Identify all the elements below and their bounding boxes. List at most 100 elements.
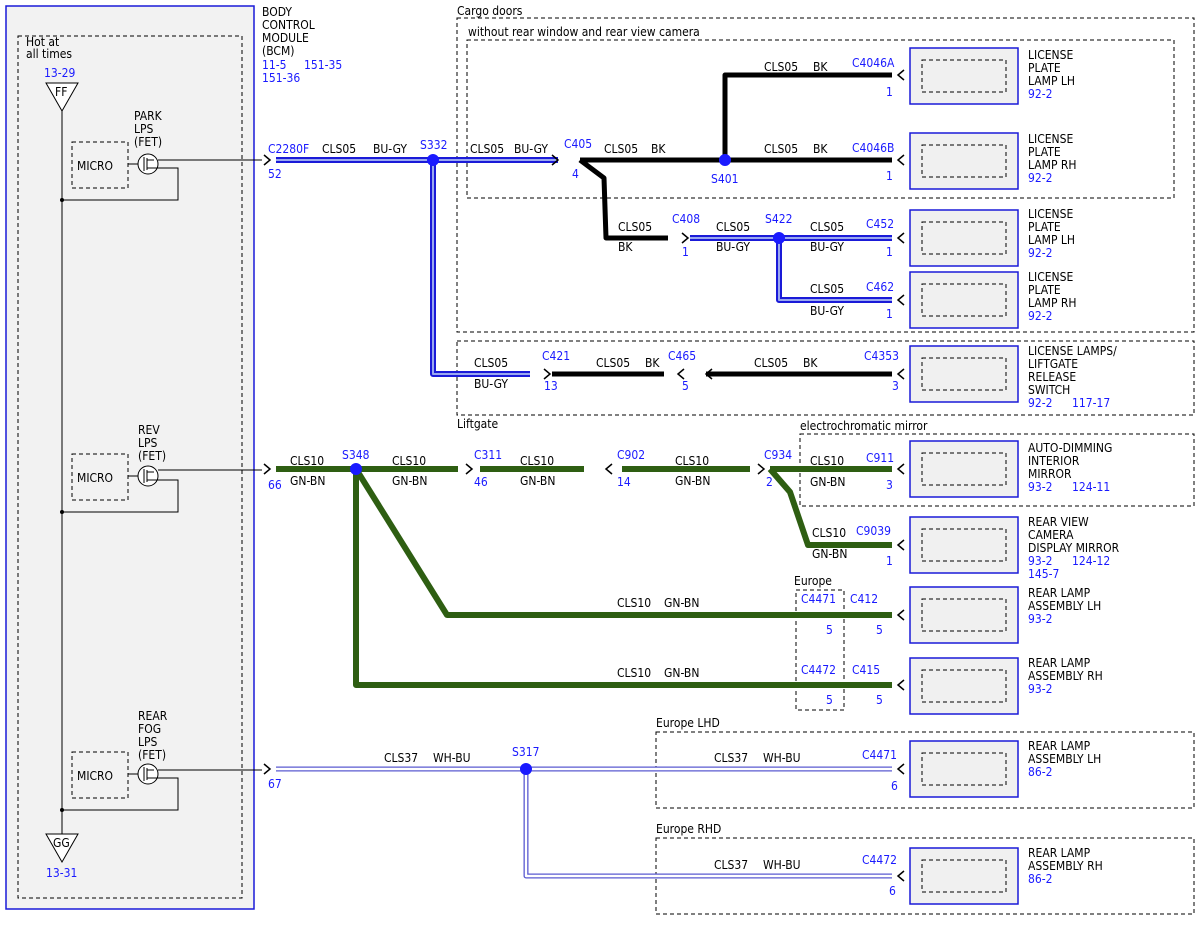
conn-c4471-lhd: C4471	[862, 748, 897, 762]
conn-c412: C412	[850, 592, 878, 606]
pin-67: 67	[268, 777, 282, 791]
conn-c902: C902	[617, 448, 645, 462]
conn-c465: C465	[668, 349, 696, 363]
group-cargo-doors-label: Cargo doors	[457, 4, 523, 18]
wires-rear-fog-lamps	[276, 766, 892, 879]
rev-return-line	[62, 479, 179, 513]
lp-lh-ref: 92-2	[1028, 87, 1053, 101]
conn-c4353: C4353	[864, 349, 899, 363]
lp-lh-line1: LICENSE	[1028, 48, 1073, 62]
rla-lh-ref: 93-2	[1028, 612, 1053, 626]
group-liftgate-label: Liftgate	[457, 417, 499, 431]
conn-c4046b: C4046B	[852, 141, 894, 155]
rla-lh-eu-line2: ASSEMBLY LH	[1028, 752, 1101, 766]
park-bus-node	[60, 198, 64, 202]
rvc-line2: CAMERA	[1028, 528, 1074, 542]
wire-bk-k: BK	[645, 356, 660, 370]
ff-power-symbol	[45, 82, 79, 113]
wire-cls10-f: CLS10	[812, 526, 846, 540]
connector-arrows	[263, 69, 905, 882]
wire-cls05-j: CLS05	[474, 356, 508, 370]
gg-ref: 13-31	[46, 866, 77, 880]
wire-bugy-a: BU-GY	[373, 142, 407, 156]
wire-cls10-e: CLS10	[810, 454, 844, 468]
wire-gnbn-e: GN-BN	[810, 475, 845, 489]
rla-lh-eu-ref: 86-2	[1028, 765, 1053, 779]
pin-3-b: 3	[886, 478, 893, 492]
hot-at-all-times-line2: all times	[26, 47, 72, 61]
adm-line2: INTERIOR	[1028, 454, 1080, 468]
pin-5-a: 5	[682, 379, 689, 393]
wire-bk-l: BK	[803, 356, 818, 370]
pin-14: 14	[617, 475, 631, 489]
group-without-camera-label: without rear window and rear view camera	[468, 25, 700, 39]
adm-line1: AUTO-DIMMING	[1028, 441, 1112, 455]
bcm-ref-c: 151-36	[262, 71, 300, 85]
pin-5-e: 5	[876, 693, 883, 707]
pin-1-f: 1	[886, 554, 893, 568]
wire-bugy-g: BU-GY	[716, 240, 750, 254]
wire-cls05-f: CLS05	[618, 220, 652, 234]
ll-line4: SWITCH	[1028, 383, 1070, 397]
wire-cls05-c: CLS05	[604, 142, 638, 156]
wire-whbu-c: WH-BU	[763, 858, 801, 872]
wire-gnbn-d: GN-BN	[675, 474, 710, 488]
splice-s317	[520, 763, 532, 775]
conn-c911: C911	[866, 451, 894, 465]
splice-s317-label: S317	[512, 745, 539, 759]
wire-gnbn-h: GN-BN	[664, 666, 699, 680]
pin-13: 13	[544, 379, 558, 393]
wire-cls05-i: CLS05	[810, 282, 844, 296]
wire-bugy-b: BU-GY	[514, 142, 548, 156]
conn-c2280f: C2280F	[268, 142, 309, 156]
rev-lps-line1: REV	[138, 423, 160, 437]
pin-3-a: 3	[892, 379, 899, 393]
pin-5-d: 5	[826, 693, 833, 707]
wire-cls05-g: CLS05	[716, 220, 750, 234]
rla-rh-line2: ASSEMBLY RH	[1028, 669, 1103, 683]
lp-rh-line3: LAMP RH	[1028, 158, 1077, 172]
conn-c452: C452	[866, 217, 894, 231]
ll-ref: 92-2	[1028, 396, 1053, 410]
pin-1-e: 1	[886, 307, 893, 321]
wires-reverse-lamps	[276, 466, 892, 688]
lp-rh-line1: LICENSE	[1028, 132, 1073, 146]
rev-fet-icon	[137, 465, 159, 487]
rla-rh-eu-line1: REAR LAMP	[1028, 846, 1091, 860]
conn-c9039: C9039	[856, 524, 891, 538]
wire-cls37-a: CLS37	[384, 751, 418, 765]
bcm-name-line2: CONTROL	[262, 18, 315, 32]
wire-gnbn-f: GN-BN	[812, 547, 847, 561]
lp-rh2-line2: PLATE	[1028, 283, 1061, 297]
wire-bugy-j: BU-GY	[474, 377, 508, 391]
wire-cls10-g: CLS10	[617, 596, 651, 610]
hot-at-all-times-line1: Hot at	[26, 35, 59, 49]
wire-cls05-k: CLS05	[596, 356, 630, 370]
rla-lh-line2: ASSEMBLY LH	[1028, 599, 1101, 613]
wire-cls05-e: CLS05	[764, 142, 798, 156]
wire-whbu-b: WH-BU	[763, 751, 801, 765]
lp-rh2-line1: LICENSE	[1028, 270, 1073, 284]
component-boxes	[909, 47, 1019, 905]
bcm-name-line3: MODULE	[262, 31, 309, 45]
park-micro-label: MICRO	[77, 159, 113, 173]
group-without-camera	[466, 39, 1175, 199]
fog-lps-line4: (FET)	[138, 748, 166, 762]
splice-s422	[773, 232, 785, 244]
bcm-name-line1: BODY	[262, 5, 292, 19]
conn-c311: C311	[474, 448, 502, 462]
adm-line3: MIRROR	[1028, 467, 1072, 481]
wire-bugy-h: BU-GY	[810, 240, 844, 254]
conn-c4046a: C4046A	[852, 56, 895, 70]
ff-label: FF	[55, 85, 67, 99]
gg-ground-symbol	[45, 833, 79, 864]
pin-2: 2	[766, 475, 773, 489]
bcm-outline	[5, 5, 255, 910]
pin-5-b: 5	[826, 623, 833, 637]
wire-gnbn-a: GN-BN	[290, 474, 325, 488]
conn-c415: C415	[852, 663, 880, 677]
wire-gnbn-b: GN-BN	[392, 474, 427, 488]
lp-lh2-line2: PLATE	[1028, 220, 1061, 234]
ll-ref2: 117-17	[1072, 396, 1110, 410]
